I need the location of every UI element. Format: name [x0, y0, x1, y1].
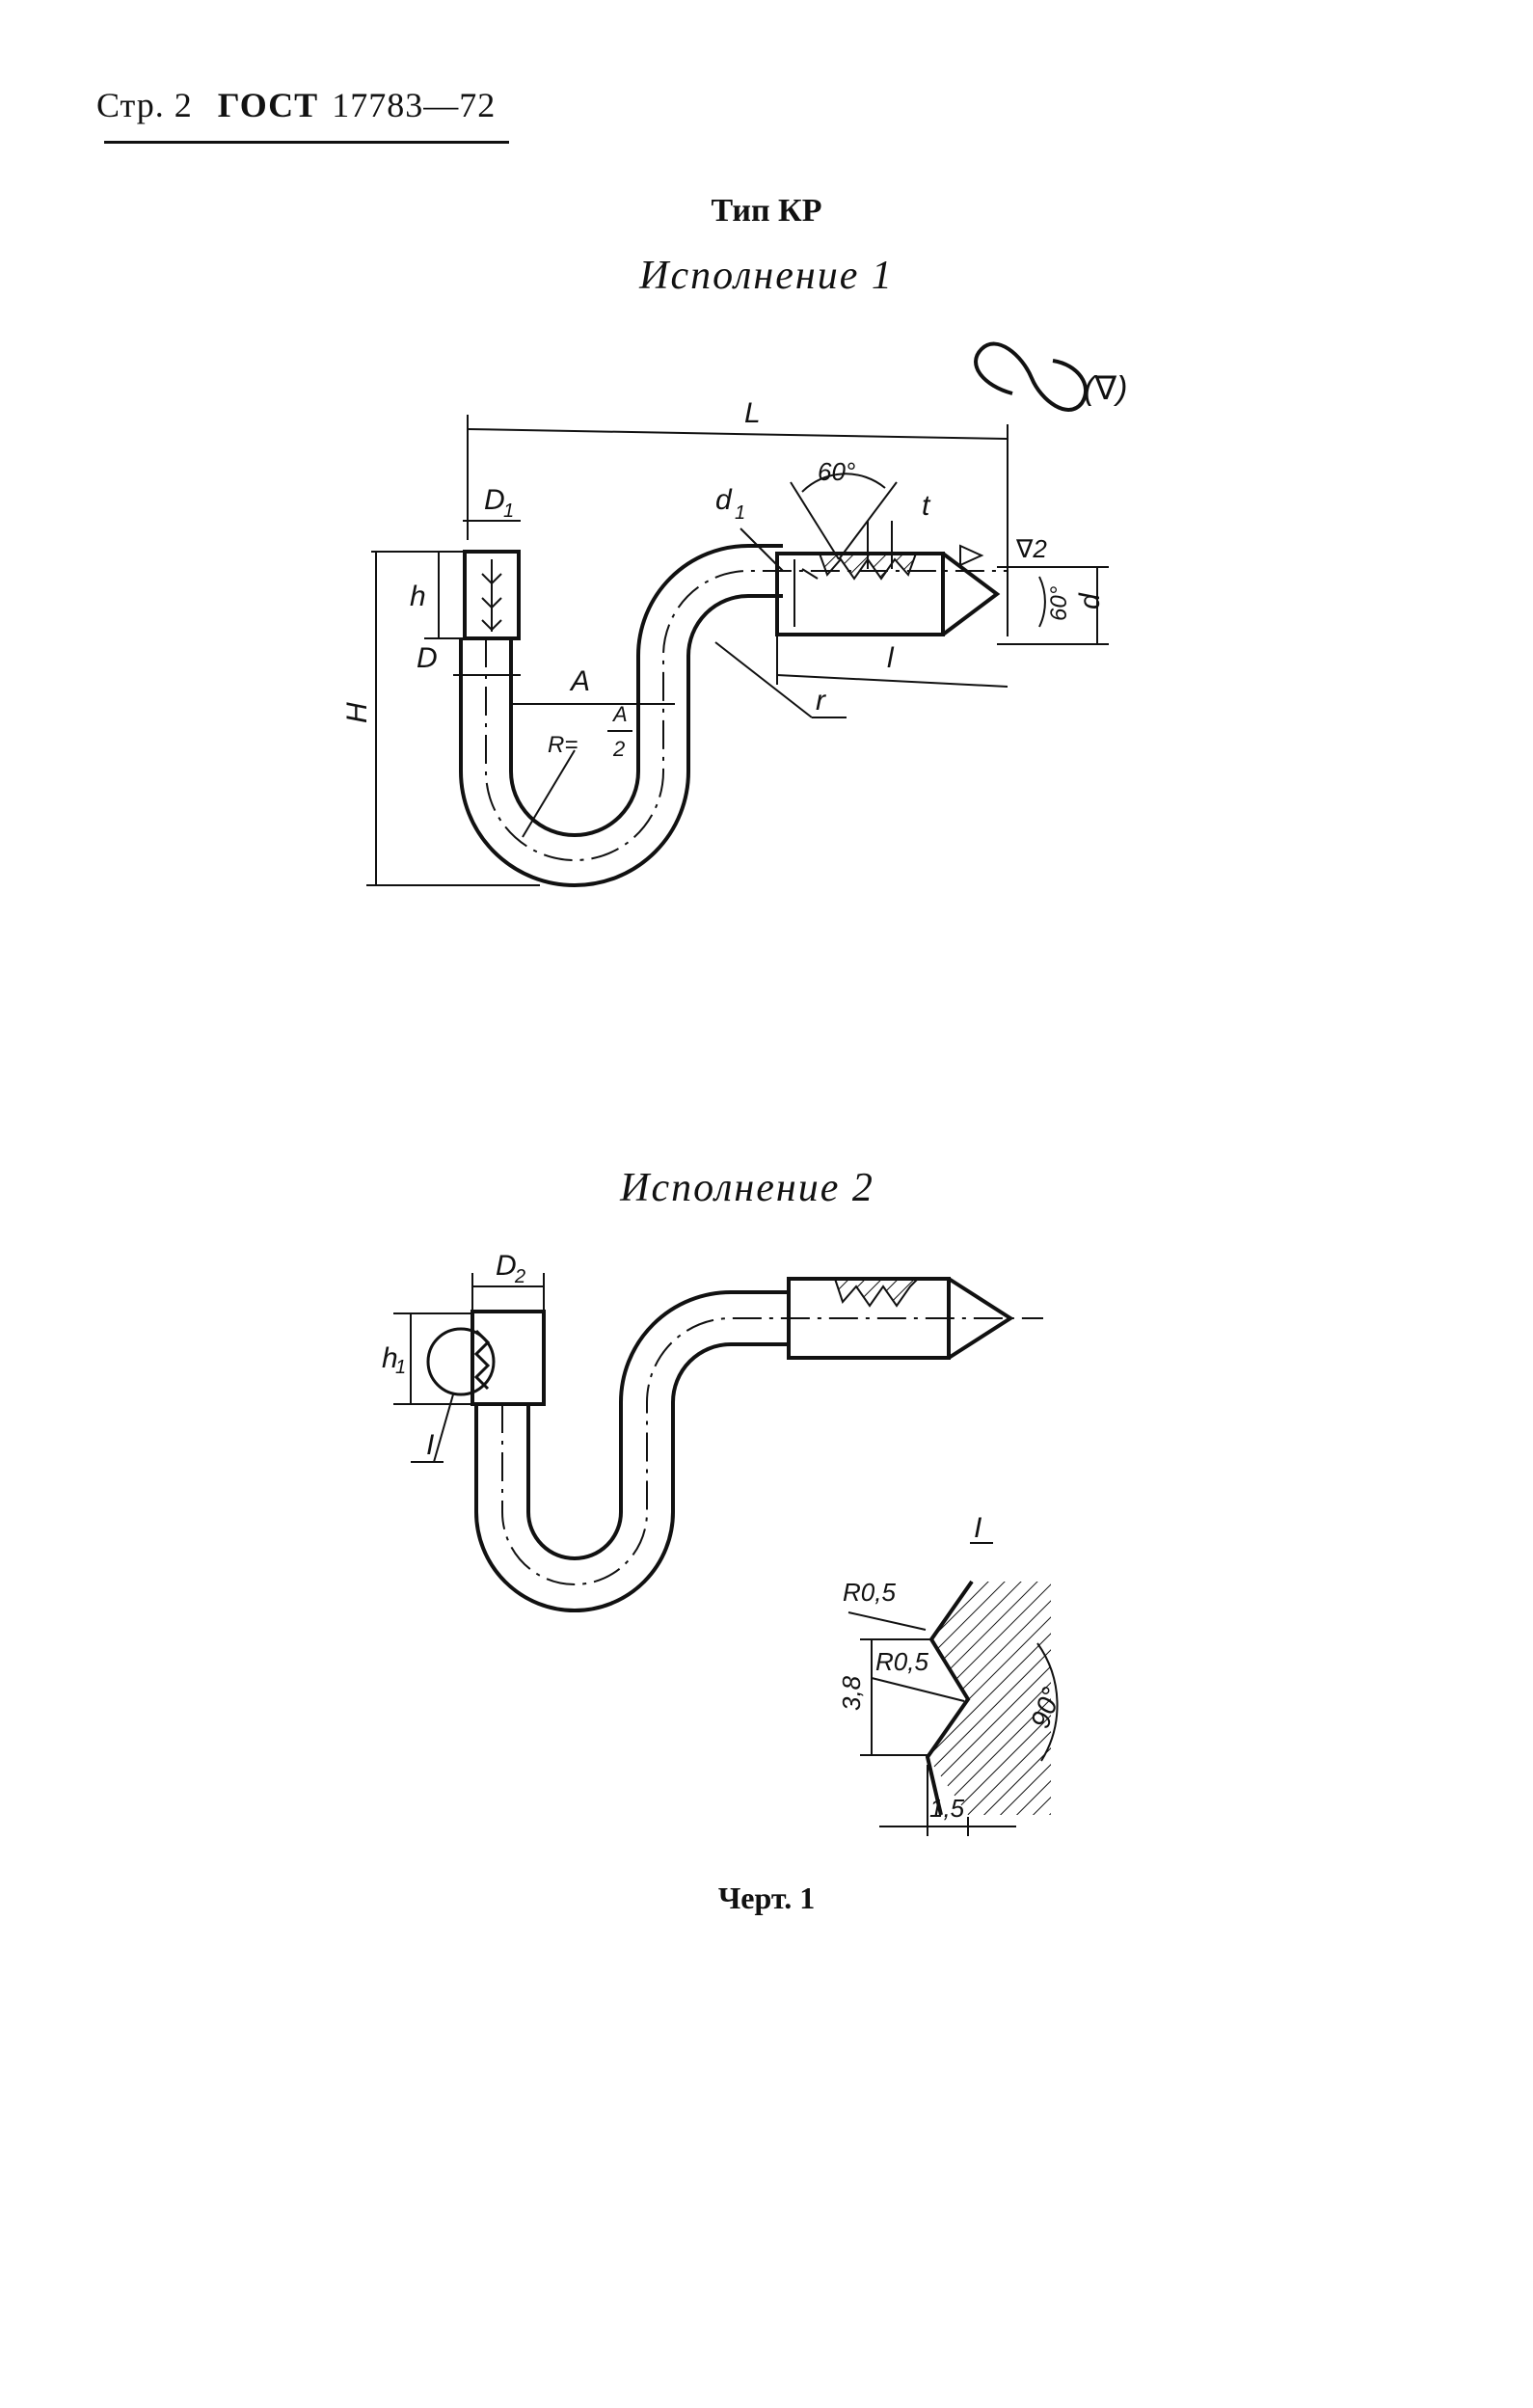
head-block — [463, 550, 521, 640]
head-zigzag — [473, 1329, 491, 1391]
label-l: l — [887, 642, 895, 674]
cone-tip — [941, 552, 1001, 636]
thread-mark — [793, 559, 819, 627]
rod-outline-outer — [459, 594, 783, 887]
version-1-title: Исполнение 1 — [639, 254, 894, 298]
label-R0-5-a: R0,5 — [843, 1578, 896, 1607]
cone-tip-2 — [947, 1277, 1014, 1360]
roughness-mark: (∇) — [1084, 370, 1127, 407]
page-number: Стр. 2 — [96, 86, 193, 124]
label-D: D — [417, 642, 438, 674]
head-hole — [426, 1327, 496, 1396]
label-R-num: A — [611, 702, 628, 726]
surface-finish: ∇2 — [1015, 534, 1047, 563]
detail-title: I — [974, 1512, 982, 1544]
leader-R1 — [847, 1611, 927, 1631]
dim-line-L — [467, 428, 1009, 440]
rod-axis — [485, 570, 1008, 861]
standard-name: ГОСТ — [217, 86, 319, 124]
leader-R2 — [871, 1677, 965, 1702]
angle-arc-90 — [1036, 1642, 1059, 1762]
label-L: L — [744, 397, 761, 429]
head-thread — [481, 573, 502, 632]
label-d1: d — [715, 484, 733, 516]
label-H: H — [341, 702, 373, 723]
version-2-drawing: D 2 h 1 I — [382, 1250, 1043, 1612]
label-r: r — [816, 685, 826, 717]
rod-2-outline-inner — [526, 1290, 789, 1560]
angle-line — [790, 481, 840, 560]
label-A: A — [569, 665, 590, 697]
type-title: Тип КР — [711, 193, 822, 229]
label-t: t — [922, 490, 931, 522]
dim-line-R — [522, 749, 576, 838]
finish-mark-icon — [959, 544, 984, 567]
label-R0-5-b: R0,5 — [875, 1647, 928, 1676]
label-h1-sub: 1 — [395, 1357, 406, 1378]
label-R: R= — [548, 732, 578, 758]
rod-outline-inner — [509, 544, 783, 837]
header-underline — [104, 141, 509, 144]
label-d: d — [1074, 592, 1106, 609]
leader-r — [714, 641, 813, 718]
dim-line-l — [776, 674, 1009, 688]
drawing-caption: Черт. 1 — [717, 1880, 816, 1915]
label-3-8: 3,8 — [837, 1675, 866, 1711]
detail-profile — [925, 1580, 974, 1816]
thread-section-2 — [833, 1278, 921, 1308]
rod-2-axis — [501, 1317, 1043, 1585]
label-h1: h — [382, 1342, 398, 1374]
page-header: Стр. 2 ГОСТ 17783—72 — [96, 85, 496, 125]
label-D1: D — [484, 484, 505, 516]
label-angle-60-tip: 60° — [1046, 585, 1072, 621]
label-angle-60: 60° — [818, 457, 855, 486]
rod-2-outline-outer — [474, 1342, 789, 1612]
leader-I — [433, 1393, 454, 1463]
detail-hatch — [928, 1582, 1051, 1815]
label-h: h — [410, 581, 426, 612]
version-1-drawing: (∇) L D 1 h D H A R= — [341, 341, 1127, 887]
angle-arc — [801, 473, 886, 493]
head-block-2 — [471, 1310, 546, 1406]
label-R-den: 2 — [612, 737, 625, 761]
leader-d1 — [740, 528, 784, 572]
label-I: I — [426, 1429, 434, 1461]
standard-number: 17783—72 — [332, 86, 497, 124]
label-D1-sub: 1 — [503, 501, 514, 522]
label-1-5: 1,5 — [929, 1794, 965, 1823]
roughness-sign-icon — [974, 341, 1089, 412]
version-2-title: Исполнение 2 — [620, 1166, 874, 1210]
label-D2-sub: 2 — [514, 1266, 525, 1287]
label-D2: D — [496, 1250, 517, 1282]
detail-I-drawing: I R0,5 R0,5 3,8 90° 1,5 — [837, 1512, 1066, 1836]
tip-angle-arc — [1038, 576, 1046, 628]
label-d1-sub: 1 — [735, 502, 745, 524]
